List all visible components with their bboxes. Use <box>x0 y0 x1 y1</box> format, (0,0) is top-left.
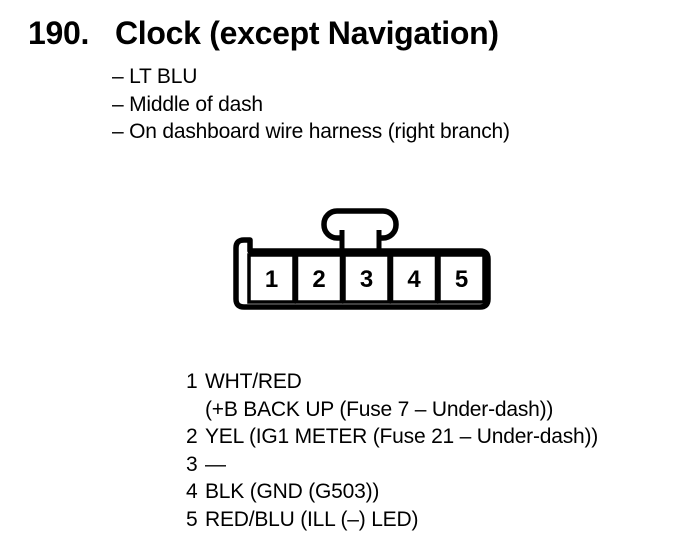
pin-number-2: 2 <box>312 266 325 293</box>
pin-cavity-1 <box>247 253 296 304</box>
pinout-pin-number: 1 <box>186 370 198 393</box>
pinout-row-5: 5 RED/BLU (ILL (–) LED) <box>186 506 598 534</box>
pinout-description: YEL (IG1 METER (Fuse 21 – Under-dash)) <box>205 425 599 449</box>
pin-cavity-2 <box>294 253 344 304</box>
pinout-description: WHT/RED (+B BACK UP (Fuse 7 – Under-dash… <box>205 368 553 423</box>
pin-number-5: 5 <box>455 266 468 293</box>
pinout-description: — <box>205 452 226 476</box>
pinout-list: 1 WHT/RED (+B BACK UP (Fuse 7 – Under-da… <box>186 368 598 534</box>
pinout-row-4: 4 BLK (GND (G503)) <box>186 478 598 506</box>
pinout-description: BLK (GND (G503)) <box>205 480 380 504</box>
pinout-row-2: 2 YEL (IG1 METER (Fuse 21 – Under-dash)) <box>186 423 598 451</box>
pin-cavity-5 <box>437 253 486 304</box>
pin-number-1: 1 <box>265 266 278 293</box>
pin-cavity-3 <box>342 253 391 304</box>
note-item-harness: – On dashboard wire harness (right branc… <box>112 120 510 143</box>
lock-tab-opening <box>344 232 377 246</box>
note-item-location: – Middle of dash <box>112 92 263 116</box>
pinout-pin-number: 4 <box>186 480 198 504</box>
pinout-row-1: 1 WHT/RED (+B BACK UP (Fuse 7 – Under-da… <box>186 368 598 423</box>
pinout-pin-number: 5 <box>186 507 198 531</box>
pinout-description: RED/BLU (ILL (–) LED) <box>205 507 419 531</box>
connector-lock-tab <box>321 208 399 254</box>
pin-cavities <box>247 253 486 304</box>
notes-list: – LT BLU – Middle of dash – On dashboard… <box>112 63 510 146</box>
pin-number-3: 3 <box>360 266 373 293</box>
pin-number-4: 4 <box>407 266 421 293</box>
pinout-wire-color: WHT/RED <box>205 370 302 393</box>
note-item-color: – LT BLU <box>112 65 198 88</box>
pinout-pin-number: 2 <box>186 425 198 449</box>
figure-number: 190. <box>28 15 90 51</box>
pinout-signal: (+B BACK UP (Fuse 7 – Under-dash)) <box>205 397 554 421</box>
pin-numbers: 1 2 3 4 5 <box>265 266 468 293</box>
pinout-row-3: 3 — <box>186 451 598 479</box>
pinout-pin-number: 3 <box>186 452 198 476</box>
page-title: 190. Clock (except Navigation) <box>28 15 499 52</box>
pin-cavity-4 <box>389 253 439 304</box>
figure-title: Clock (except Navigation) <box>115 15 499 51</box>
